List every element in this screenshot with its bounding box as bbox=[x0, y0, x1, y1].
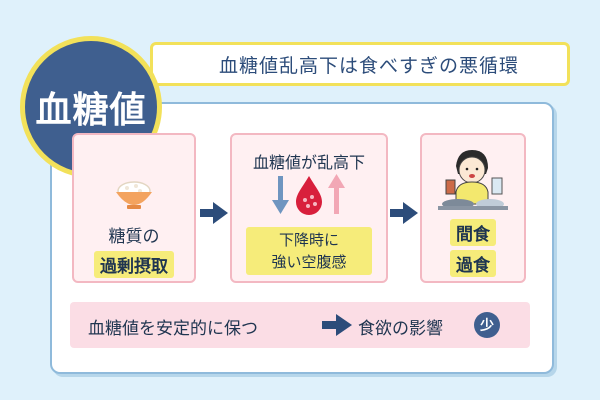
bottom-band bbox=[70, 302, 530, 348]
step1-highlight-wrap: 過剰摂取 bbox=[72, 251, 196, 278]
step2-note-line1: 下降時に bbox=[278, 231, 339, 249]
badge-text: 血糖値 bbox=[35, 90, 147, 131]
arrow-right-icon bbox=[390, 202, 418, 224]
step3-highlight2-wrap: 過食 bbox=[420, 250, 526, 277]
step3-highlight1-wrap: 間食 bbox=[420, 219, 526, 246]
arrow-right-icon bbox=[322, 314, 352, 336]
headline-banner: 血糖値乱高下は食べすぎの悪循環 bbox=[150, 42, 570, 86]
headline-text: 血糖値乱高下は食べすぎの悪循環 bbox=[218, 54, 519, 77]
step1-highlight: 過剰摂取 bbox=[94, 251, 174, 278]
step3-highlight2: 過食 bbox=[450, 250, 496, 277]
bottom-right-text: 食欲の影響 bbox=[358, 319, 443, 339]
eating-person-icon bbox=[438, 150, 508, 210]
low-badge: 少 bbox=[474, 312, 500, 338]
arrow-right-icon bbox=[200, 202, 228, 224]
step2-title: 血糖値が乱高下 bbox=[252, 153, 365, 172]
step2-note-line2: 強い空腹感 bbox=[271, 253, 347, 271]
rice-bowl-icon bbox=[116, 181, 152, 209]
step3-highlight1: 間食 bbox=[450, 219, 496, 246]
step2-note: 下降時に 強い空腹感 bbox=[246, 227, 372, 275]
blood-drop-icon bbox=[272, 174, 345, 215]
step1-label: 糖質の bbox=[108, 227, 160, 247]
bottom-left-text: 血糖値を安定的に保つ bbox=[88, 319, 258, 339]
